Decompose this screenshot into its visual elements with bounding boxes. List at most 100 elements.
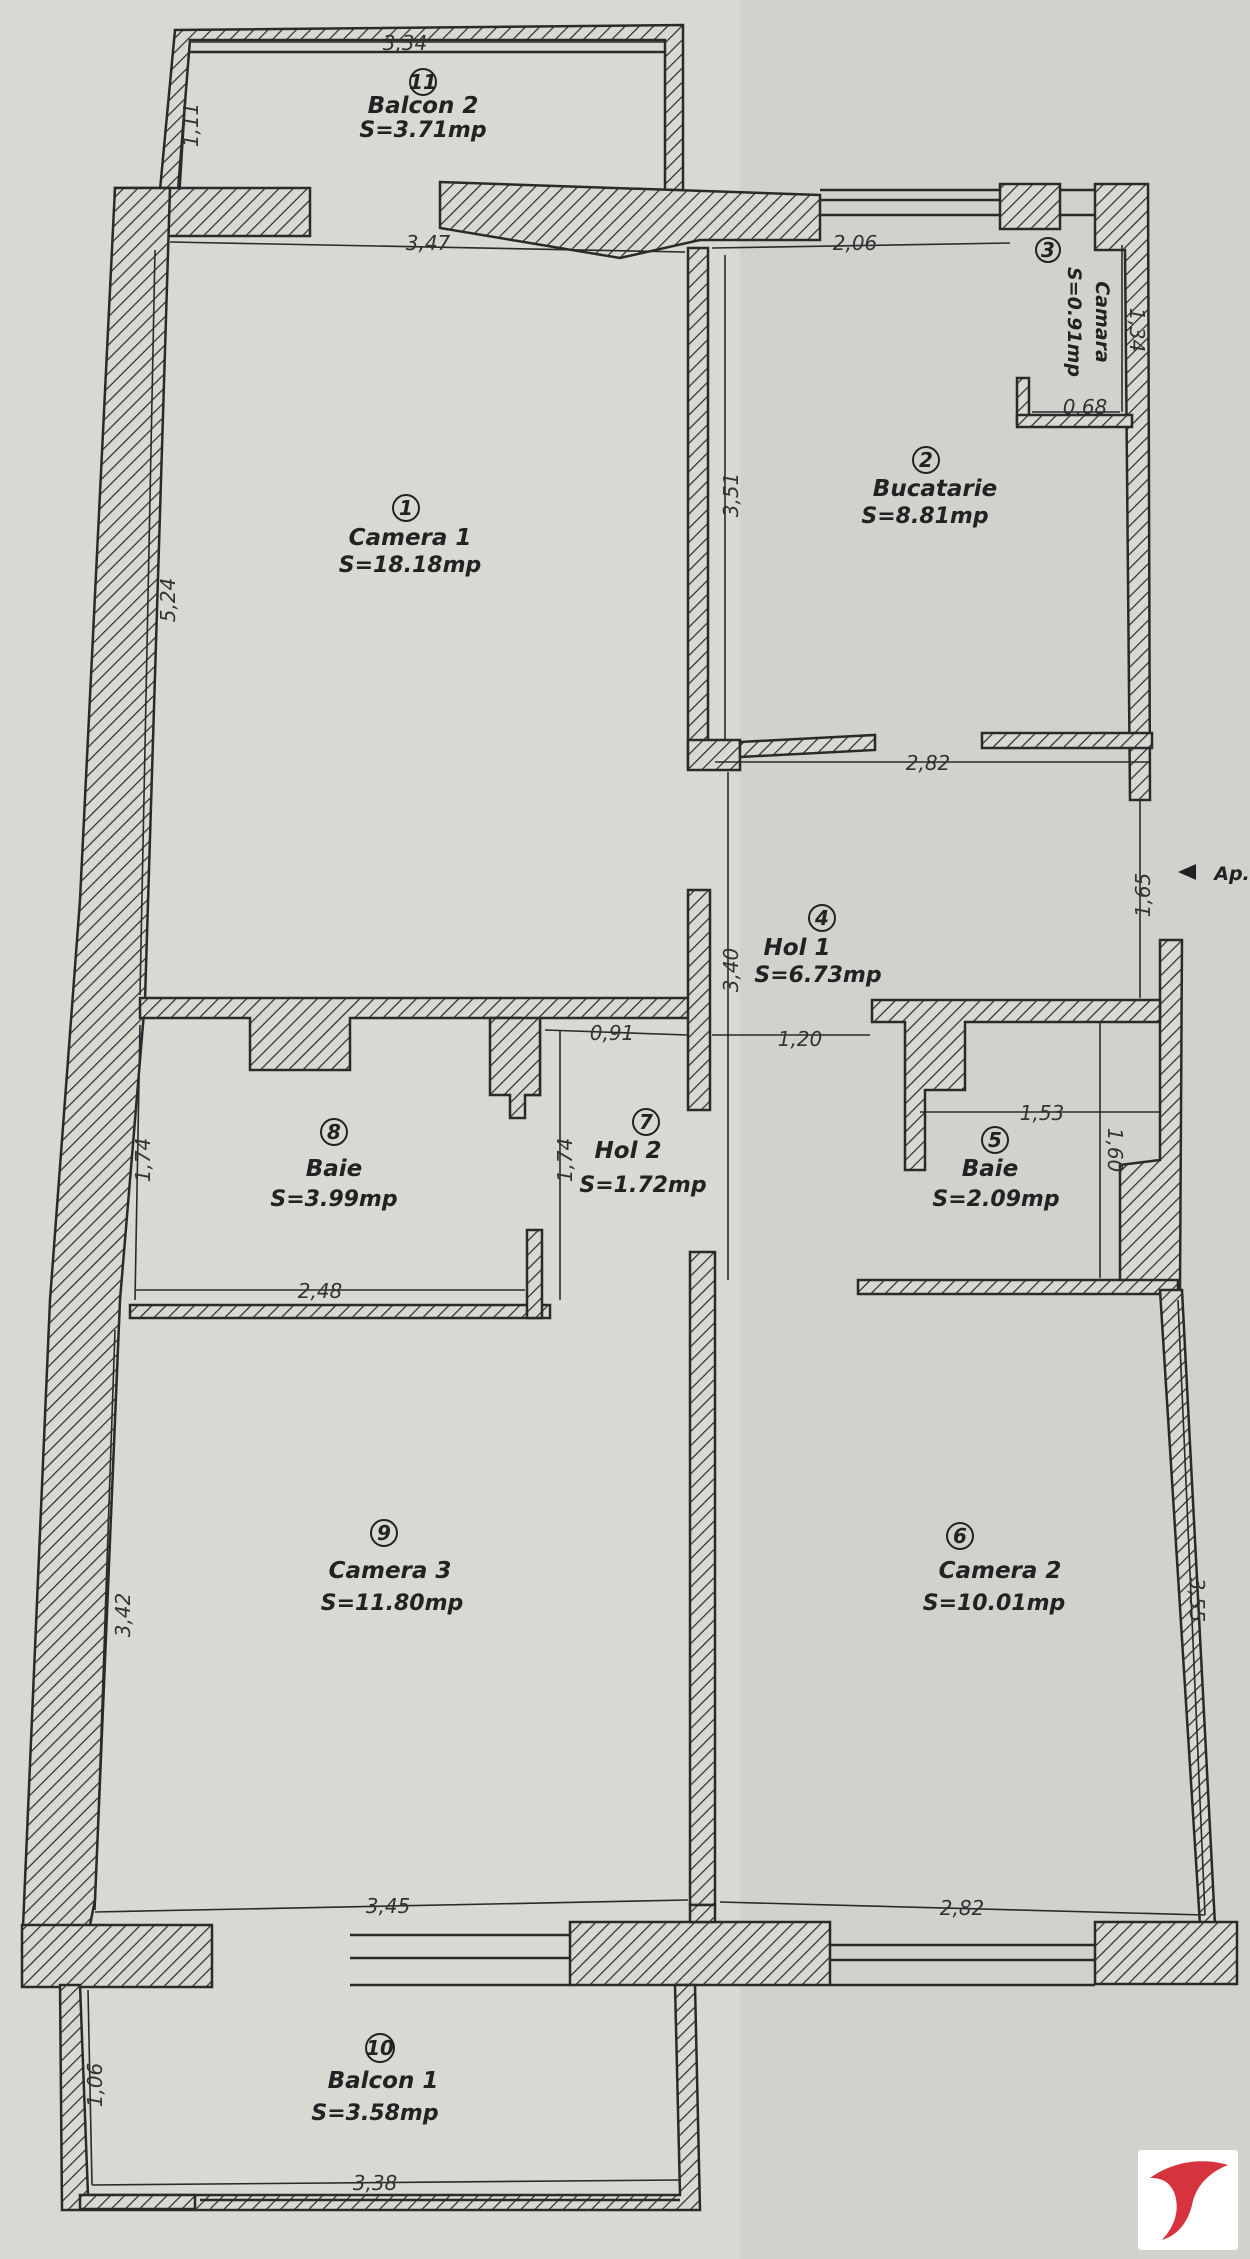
window-camara: [1060, 188, 1095, 217]
dim-camera3-width: 3,45: [366, 1894, 411, 1918]
room-9-name: Camera 3: [329, 1558, 452, 1584]
dim-bucatarie-length: 3,51: [719, 473, 743, 518]
room-4-area: S=6.73mp: [754, 963, 881, 988]
wall-right-upper: [1093, 182, 1152, 802]
room-5-marker: [981, 1126, 1009, 1154]
dim-hol2-width: 0,91: [590, 1021, 635, 1045]
room-6-name: Camera 2: [939, 1558, 1062, 1584]
room-10-marker: [365, 2033, 395, 2063]
room-1-number: 1: [399, 496, 413, 520]
dim-camera2-width: 2,82: [940, 1896, 985, 1920]
dim-balcon2-width: 3,34: [383, 31, 428, 55]
room-5-name: Baie: [962, 1156, 1019, 1182]
room-9-marker: [370, 1519, 398, 1547]
room-9-area: S=11.80mp: [321, 1591, 464, 1616]
dim-baie8-width: 2,48: [298, 1279, 343, 1303]
room-3-number: 3: [1041, 238, 1055, 262]
wall-bottom-right: [1093, 1920, 1239, 1986]
room-6-area: S=10.01mp: [923, 1591, 1066, 1616]
wall-baie8-right: [525, 1228, 544, 1320]
entrance-label: Ap.: [1212, 863, 1250, 885]
dimension-lines: [87, 41, 1206, 2186]
room-labels: 11 Balcon 2 S=3.71mp 1 Camera 1 S=18.18m…: [270, 68, 1113, 2126]
dim-hol-passage: 1,20: [778, 1027, 823, 1051]
wall-bottom-left: [20, 1923, 214, 1989]
dim-bucatarie-width: 2,06: [833, 231, 878, 255]
room-1-marker: [392, 494, 420, 522]
wall-kitchen-bottom-right: [980, 731, 1154, 750]
wall-top-center: [438, 180, 822, 260]
room-11-name: Balcon 2: [368, 93, 479, 119]
room-11-marker: [409, 68, 437, 96]
window-camera3: [350, 1933, 570, 1987]
room-2-name: Bucatarie: [873, 476, 997, 502]
room-9-number: 9: [377, 1521, 391, 1545]
dim-balcon1-width: 3,38: [353, 2171, 398, 2195]
balcon1-pier: [78, 2193, 197, 2211]
dim-balcon1-depth: 1,06: [83, 2063, 107, 2108]
dim-camera1-width: 3,47: [406, 231, 451, 255]
dim-camara-width: 0,68: [1063, 395, 1108, 419]
wall-baie5-bottom: [856, 1278, 1180, 1296]
wall-kitchen-corner: [686, 738, 742, 772]
wall-camera-divider: [688, 1250, 717, 1907]
walls: [20, 23, 1239, 2212]
room-3-area: S=0.91mp: [1063, 267, 1085, 377]
room-4-number: 4: [814, 906, 829, 930]
wall-baie8-corner: [488, 1016, 542, 1120]
room-4-name: Hol 1: [764, 935, 831, 961]
room-3-marker: [1035, 237, 1061, 263]
room-2-marker: [912, 446, 940, 474]
room-7-area: S=1.72mp: [579, 1173, 706, 1198]
dim-baie8-length: 1,74: [131, 1138, 155, 1183]
room-2-area: S=8.81mp: [861, 504, 988, 529]
room-5-number: 5: [988, 1128, 1002, 1152]
room-2-number: 2: [919, 448, 933, 472]
dim-baie5-length: 1,60: [1103, 1128, 1127, 1173]
dim-hol1-length: 3,40: [719, 948, 743, 993]
room-8-name: Baie: [306, 1156, 363, 1182]
entrance-arrow-icon: [1178, 864, 1196, 880]
room-8-marker: [320, 1118, 348, 1146]
dim-camera1-length: 5,24: [156, 578, 180, 623]
room-7-number: 7: [639, 1110, 653, 1134]
dim-baie5-width: 1,53: [1020, 1101, 1065, 1125]
room-7-name: Hol 2: [595, 1138, 662, 1164]
windows: [190, 50, 1095, 2202]
room-6-number: 6: [953, 1524, 967, 1548]
window-balcony-rails: [190, 50, 680, 2202]
wall-bottom-divider: [688, 1903, 717, 1924]
dim-camara-length: 1,34: [1125, 308, 1149, 353]
dim-camera3-length: 3,42: [111, 1593, 135, 1638]
room-1-name: Camera 1: [349, 525, 472, 551]
room-4-marker: [808, 904, 836, 932]
dim-balcon2-depth: 1,11: [179, 103, 203, 148]
room-7-marker: [632, 1108, 660, 1136]
window-kitchen: [820, 188, 1000, 217]
room-1-area: S=18.18mp: [339, 553, 482, 578]
room-3-name: Camara: [1091, 281, 1113, 363]
dim-entrance-width: 1,65: [1131, 873, 1155, 918]
room-8-area: S=3.99mp: [270, 1187, 397, 1212]
dim-hol1-width: 2,82: [906, 751, 951, 775]
room-8-number: 8: [327, 1120, 341, 1144]
wall-bottom-center: [568, 1920, 832, 1987]
entrance-marker: Ap.: [1178, 863, 1250, 885]
room-10-number: 10: [366, 2036, 394, 2060]
room-10-area: S=3.58mp: [311, 2101, 438, 2126]
wall-kitchen-bottom-left: [738, 733, 877, 759]
wall-top-window-pier: [998, 182, 1062, 231]
window-camera2: [830, 1943, 1095, 1987]
wall-baie5-top: [870, 998, 1162, 1172]
wall-camara-bottom: [1015, 413, 1134, 429]
room-10-name: Balcon 1: [328, 2068, 439, 2094]
room-11-number: 11: [409, 70, 437, 94]
wall-kitchen-partition: [686, 246, 710, 770]
dimension-labels: 3,34 1,11 3,47 2,06 5,24 3,51 1,34 0,68 …: [83, 31, 1209, 2195]
room-5-area: S=2.09mp: [932, 1187, 1059, 1212]
room-6-marker: [946, 1522, 974, 1550]
balcon1-railing: [58, 1983, 702, 2212]
room-11-area: S=3.71mp: [359, 118, 486, 143]
wall-baie8-bottom: [128, 1303, 552, 1320]
